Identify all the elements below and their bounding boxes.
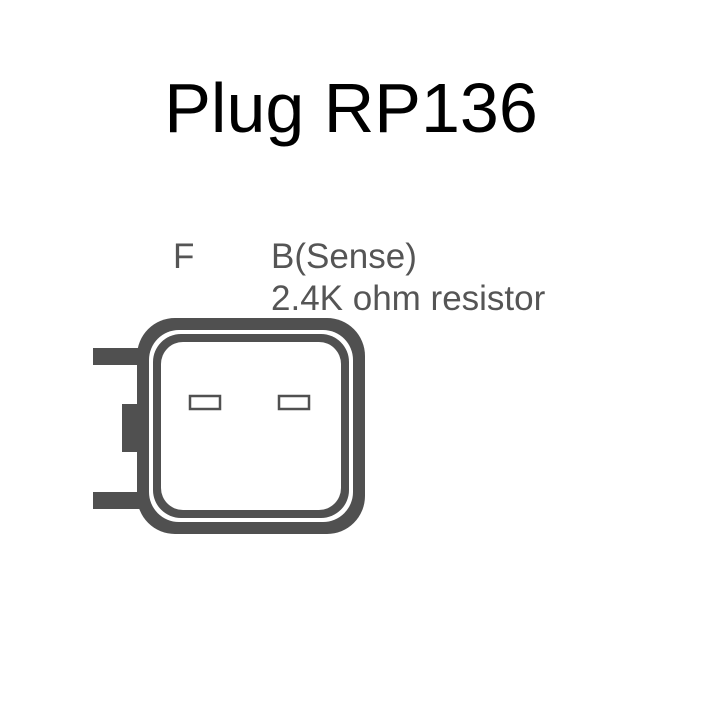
- pin-b-description: 2.4K ohm resistor: [271, 279, 546, 318]
- pin-f-terminal: [188, 394, 222, 411]
- pin-f-label: F: [173, 237, 195, 276]
- inner-cavity: [161, 342, 341, 510]
- pin-b-terminal: [277, 394, 311, 411]
- pin-b-label: B(Sense): [271, 237, 417, 276]
- diagram-title: Plug RP136: [164, 69, 538, 147]
- bottom-mounting-tab: [93, 492, 145, 509]
- top-mounting-tab: [93, 348, 145, 365]
